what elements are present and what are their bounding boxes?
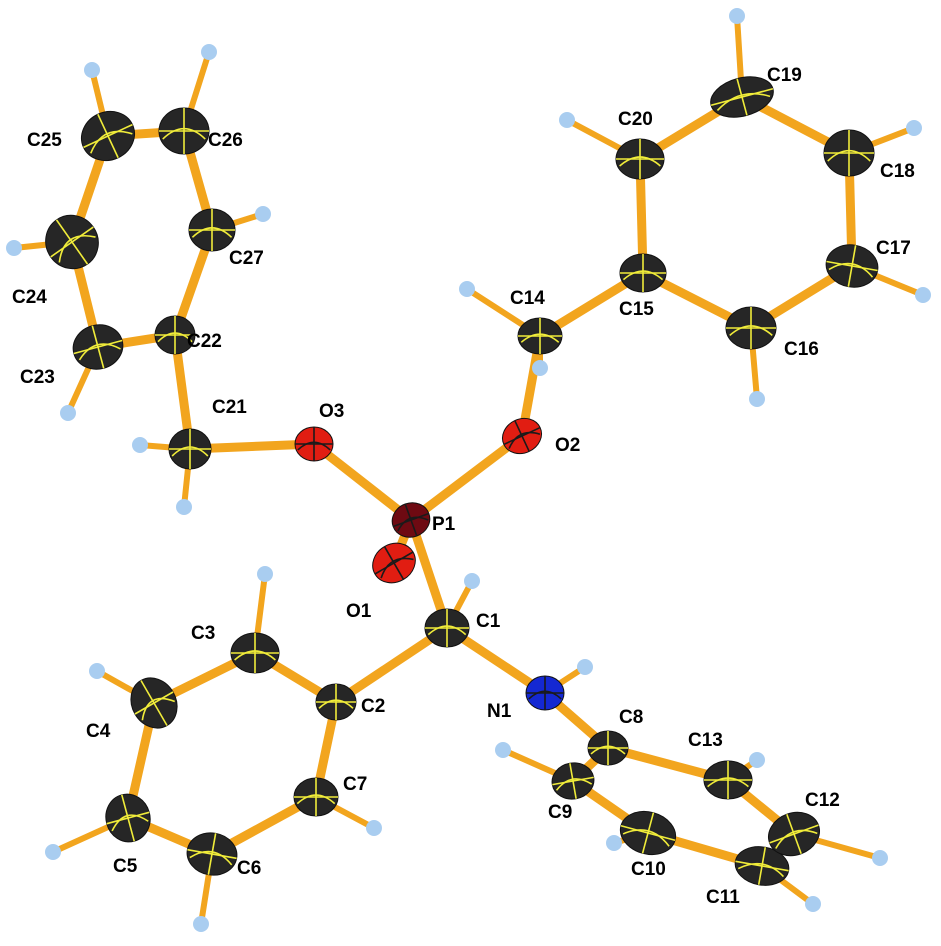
atom-C6 xyxy=(186,832,238,876)
hydrogen-H20 xyxy=(559,112,575,128)
hydrogen-H5 xyxy=(45,844,61,860)
atom-C23 xyxy=(72,324,124,370)
atom-C14 xyxy=(517,317,563,355)
atom-C18 xyxy=(823,129,875,177)
hydrogen-H11 xyxy=(805,896,821,912)
atom-label-c8: C8 xyxy=(619,707,643,728)
hydrogen-H12 xyxy=(872,850,888,866)
atom-label-c10: C10 xyxy=(631,859,666,880)
atom-C3 xyxy=(230,632,280,674)
atom-label-c27: C27 xyxy=(229,248,264,269)
bonds-layer xyxy=(11,13,926,927)
atom-label-c21: C21 xyxy=(212,397,247,418)
atom-label-c3: C3 xyxy=(191,623,215,644)
atom-C13 xyxy=(703,760,753,800)
atom-C17 xyxy=(825,244,879,288)
atom-C21 xyxy=(168,428,212,470)
hydrogen-H7 xyxy=(366,820,382,836)
hydrogen-H14B xyxy=(532,360,548,376)
hydrogen-H19 xyxy=(729,8,745,24)
atom-C20 xyxy=(615,138,665,180)
atom-C15 xyxy=(619,253,667,293)
atom-C16 xyxy=(725,306,777,350)
hydrogen-H1 xyxy=(464,573,480,589)
atom-C11 xyxy=(734,846,790,886)
atom-C12 xyxy=(768,811,820,857)
atom-label-c17: C17 xyxy=(876,238,911,259)
hydrogen-HN1 xyxy=(577,659,593,675)
atom-C9 xyxy=(551,762,595,800)
hydrogen-H25 xyxy=(84,62,100,78)
atom-label-c1: C1 xyxy=(476,611,501,632)
bond-C1-C2 xyxy=(331,623,452,707)
atom-N1 xyxy=(525,675,565,711)
atoms-layer xyxy=(45,76,879,886)
bond-P1-O2 xyxy=(406,431,527,525)
atom-C4 xyxy=(130,677,178,729)
atom-label-c2: C2 xyxy=(361,696,385,717)
atom-O2 xyxy=(502,417,542,455)
atom-label-c16: C16 xyxy=(784,339,819,360)
atom-label-c11: C11 xyxy=(706,887,740,908)
atom-C7 xyxy=(293,777,339,817)
hydrogen-H18 xyxy=(906,120,922,136)
atom-C5 xyxy=(105,793,151,843)
atom-label-c18: C18 xyxy=(880,161,915,182)
atom-label-c25: C25 xyxy=(27,130,62,151)
atom-label-o2: O2 xyxy=(555,435,580,456)
atom-label-o3: O3 xyxy=(319,401,344,422)
atom-label-c23: C23 xyxy=(20,367,55,388)
atom-C2 xyxy=(315,683,357,721)
atom-C25 xyxy=(81,110,135,162)
atom-label-n1: N1 xyxy=(487,701,512,722)
hydrogen-H23 xyxy=(60,405,76,421)
atom-C19 xyxy=(710,76,774,118)
hydrogen-H27 xyxy=(255,206,271,222)
atom-label-c20: C20 xyxy=(618,109,653,130)
hydrogen-H9 xyxy=(495,742,511,758)
atom-label-c19: C19 xyxy=(767,65,802,86)
hydrogen-H21B xyxy=(176,499,192,515)
atom-C26 xyxy=(158,107,210,155)
atom-C1 xyxy=(424,608,470,648)
atom-label-c14: C14 xyxy=(510,288,545,309)
atom-label-c24: C24 xyxy=(12,287,47,308)
atom-label-c5: C5 xyxy=(113,856,138,877)
atom-O1 xyxy=(372,542,416,584)
atom-label-p1: P1 xyxy=(432,514,456,535)
hydrogen-H3 xyxy=(257,566,273,582)
atom-O3 xyxy=(294,426,334,462)
hydrogen-H17 xyxy=(915,287,931,303)
atom-label-c6: C6 xyxy=(237,858,261,879)
atom-label-c15: C15 xyxy=(619,299,654,320)
atom-C22 xyxy=(154,315,196,355)
hydrogen-H4 xyxy=(89,663,105,679)
bond-P1-O3 xyxy=(309,439,416,525)
atom-label-c22: C22 xyxy=(187,331,222,352)
atom-C24 xyxy=(45,214,99,270)
atom-C8 xyxy=(587,730,629,766)
atom-C27 xyxy=(188,208,236,252)
hydrogen-H13 xyxy=(749,752,765,768)
atom-C10 xyxy=(619,810,677,856)
atom-label-c9: C9 xyxy=(548,802,572,823)
atom-label-o1: O1 xyxy=(346,601,372,622)
hydrogen-H10 xyxy=(606,835,622,851)
atom-label-c26: C26 xyxy=(208,130,243,151)
hydrogen-H6 xyxy=(193,916,209,932)
atom-P1 xyxy=(391,502,431,538)
hydrogen-H24 xyxy=(6,240,22,256)
hydrogen-H16 xyxy=(749,391,765,407)
hydrogen-H21A xyxy=(132,437,148,453)
hydrogens-layer xyxy=(6,8,931,932)
atom-label-c13: C13 xyxy=(688,730,723,751)
atom-label-c12: C12 xyxy=(805,790,840,811)
atom-label-c7: C7 xyxy=(343,774,367,795)
hydrogen-H26 xyxy=(201,44,217,60)
hydrogen-H14A xyxy=(459,281,475,297)
atom-label-c4: C4 xyxy=(86,721,111,742)
